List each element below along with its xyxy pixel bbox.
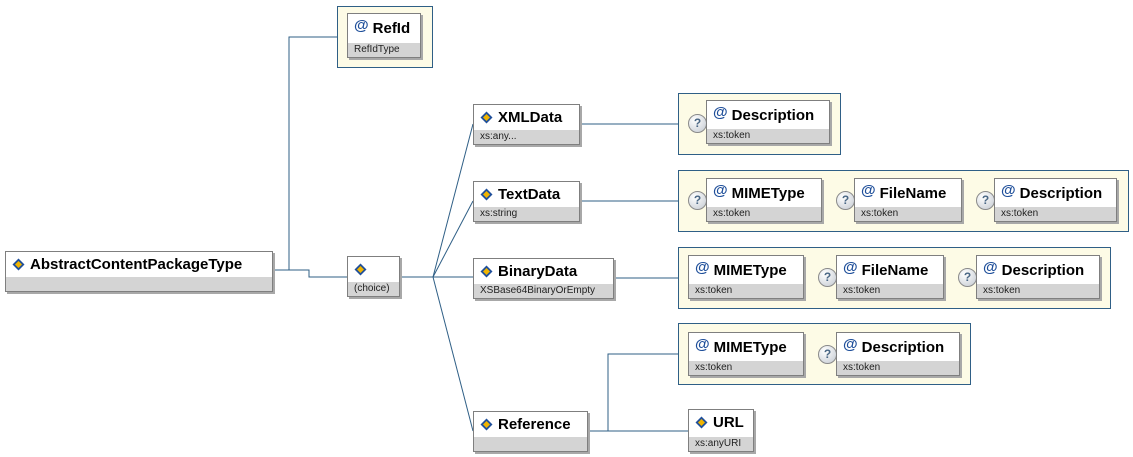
root-element-type-bar	[6, 277, 272, 291]
attribute-at-icon: @	[354, 16, 369, 34]
textdata-attr-description-type: xs:token	[995, 207, 1116, 221]
reference-type-bar	[474, 437, 587, 451]
attribute-at-icon: @	[983, 258, 998, 276]
binarydata-label: BinaryData	[498, 262, 578, 280]
textdata-type: xs:string	[474, 207, 579, 221]
textdata-element-node[interactable]: TextData xs:string	[473, 181, 580, 222]
textdata-attr-filename[interactable]: @FileName xs:token	[854, 178, 962, 222]
attribute-at-icon: @	[843, 258, 858, 276]
attribute-at-icon: @	[861, 181, 876, 199]
textdata-attr-mimetype[interactable]: @MIMEType xs:token	[706, 178, 822, 222]
textdata-attr-description[interactable]: @Description xs:token	[994, 178, 1117, 222]
textdata-label: TextData	[498, 185, 561, 203]
binarydata-type: XSBase64BinaryOrEmpty	[474, 284, 613, 298]
root-element-node[interactable]: AbstractContentPackageType	[5, 251, 273, 292]
binarydata-attr-mimetype-label: MIMEType	[713, 261, 787, 279]
element-diamond-icon	[480, 188, 493, 200]
refid-attribute-node[interactable]: @RefId RefIdType	[347, 13, 421, 58]
xmldata-type: xs:any...	[474, 130, 579, 144]
reference-label: Reference	[498, 415, 571, 433]
xmldata-attr-description-type: xs:token	[707, 129, 829, 143]
reference-attr-description[interactable]: @Description xs:token	[836, 332, 960, 376]
binarydata-attr-mimetype[interactable]: @MIMEType xs:token	[688, 255, 804, 299]
url-label: URL	[713, 413, 744, 431]
connector-root-choice	[273, 269, 347, 278]
url-element-node[interactable]: URL xs:anyURI	[688, 409, 754, 452]
attribute-at-icon: @	[713, 181, 728, 199]
element-diamond-icon	[480, 265, 493, 277]
attribute-at-icon: @	[843, 335, 858, 353]
binarydata-attr-filename-type: xs:token	[837, 284, 943, 298]
binarydata-attr-mimetype-type: xs:token	[689, 284, 803, 298]
binarydata-attr-description[interactable]: @Description xs:token	[976, 255, 1100, 299]
binarydata-attr-description-type: xs:token	[977, 284, 1099, 298]
element-diamond-icon	[480, 418, 493, 430]
reference-attr-mimetype[interactable]: @MIMEType xs:token	[688, 332, 804, 376]
choice-icon	[354, 263, 367, 275]
connector-choice-xmldata	[400, 123, 474, 278]
reference-element-node[interactable]: Reference	[473, 411, 588, 452]
binarydata-attr-filename[interactable]: @FileName xs:token	[836, 255, 944, 299]
connector-root-refid	[273, 36, 337, 271]
xmldata-label: XMLData	[498, 108, 563, 126]
reference-attr-mimetype-label: MIMEType	[713, 338, 787, 356]
binarydata-element-node[interactable]: BinaryData XSBase64BinaryOrEmpty	[473, 258, 614, 299]
optional-question-icon: ?	[688, 114, 707, 133]
choice-compositor-node[interactable]: (choice)	[347, 256, 400, 297]
connector-choice-reference	[432, 276, 474, 432]
attribute-at-icon: @	[695, 335, 710, 353]
optional-question-icon: ?	[818, 268, 837, 287]
xmldata-attr-description-label: Description	[731, 106, 815, 124]
refid-label: RefId	[372, 19, 411, 37]
binarydata-attr-description-label: Description	[1001, 261, 1085, 279]
binarydata-attr-filename-label: FileName	[861, 261, 929, 279]
optional-question-icon: ?	[958, 268, 977, 287]
xmldata-attr-description[interactable]: @Description xs:token	[706, 100, 830, 144]
optional-question-icon: ?	[976, 191, 995, 210]
connector-choice-textdata	[432, 200, 474, 278]
attribute-at-icon: @	[1001, 181, 1016, 199]
optional-question-icon: ?	[836, 191, 855, 210]
textdata-attr-description-label: Description	[1019, 184, 1103, 202]
textdata-attr-mimetype-type: xs:token	[707, 207, 821, 221]
url-type: xs:anyURI	[689, 437, 753, 451]
textdata-attr-mimetype-label: MIMEType	[731, 184, 805, 202]
connector-reference-attrs	[588, 353, 678, 432]
attribute-at-icon: @	[695, 258, 710, 276]
reference-attr-mimetype-type: xs:token	[689, 361, 803, 375]
element-diamond-icon	[695, 416, 708, 428]
element-diamond-icon	[12, 258, 25, 270]
xmldata-element-node[interactable]: XMLData xs:any...	[473, 104, 580, 145]
choice-label: (choice)	[348, 282, 399, 296]
refid-type: RefIdType	[348, 43, 420, 57]
textdata-attr-filename-label: FileName	[879, 184, 947, 202]
optional-question-icon: ?	[818, 345, 837, 364]
reference-attr-description-type: xs:token	[837, 361, 959, 375]
element-diamond-icon	[480, 111, 493, 123]
optional-question-icon: ?	[688, 191, 707, 210]
attribute-at-icon: @	[713, 103, 728, 121]
root-element-label: AbstractContentPackageType	[30, 255, 243, 273]
reference-attr-description-label: Description	[861, 338, 945, 356]
textdata-attr-filename-type: xs:token	[855, 207, 961, 221]
